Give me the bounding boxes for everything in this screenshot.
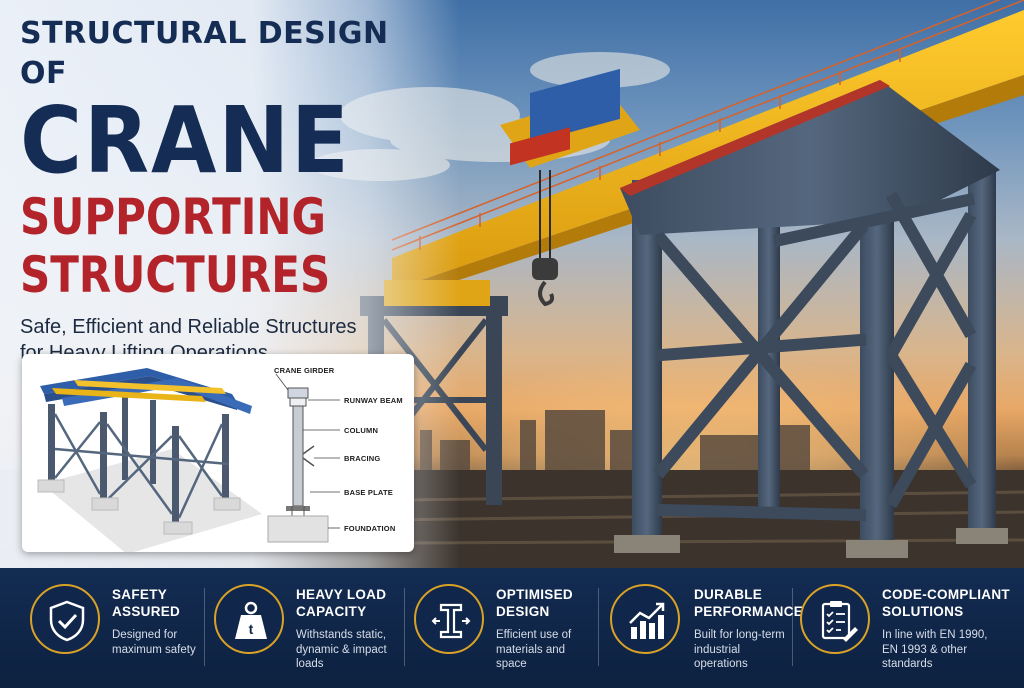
growth-chart-icon <box>610 584 680 654</box>
headline-line-1: SUPPORTING <box>20 188 326 246</box>
headline-line-2: STRUCTURES <box>20 246 331 304</box>
divider <box>792 588 793 666</box>
label-column: COLUMN <box>344 426 379 435</box>
shield-check-icon <box>30 584 100 654</box>
i-beam-icon <box>414 584 484 654</box>
divider <box>598 588 599 666</box>
svg-text:t: t <box>249 621 254 637</box>
checklist-icon <box>800 584 870 654</box>
weight-icon: t <box>214 584 284 654</box>
label-bracing: BRACING <box>344 454 381 463</box>
structure-diagram-card: CRANE GIRDER RUNWAY BEAM COLUMN BRACING … <box>22 354 414 552</box>
label-foundation: FOUNDATION <box>344 524 396 533</box>
headline-main: CRANE <box>20 87 351 194</box>
label-runway-beam: RUNWAY BEAM <box>344 396 403 405</box>
frame-3d-illustration <box>37 368 340 552</box>
headline: Structural Design of CRANE SUPPORTING ST… <box>20 14 420 366</box>
label-base-plate: BASE PLATE <box>344 488 393 497</box>
divider <box>404 588 405 666</box>
divider <box>204 588 205 666</box>
label-crane-girder: CRANE GIRDER <box>274 366 335 375</box>
headline-kicker: Structural Design of <box>20 16 389 91</box>
